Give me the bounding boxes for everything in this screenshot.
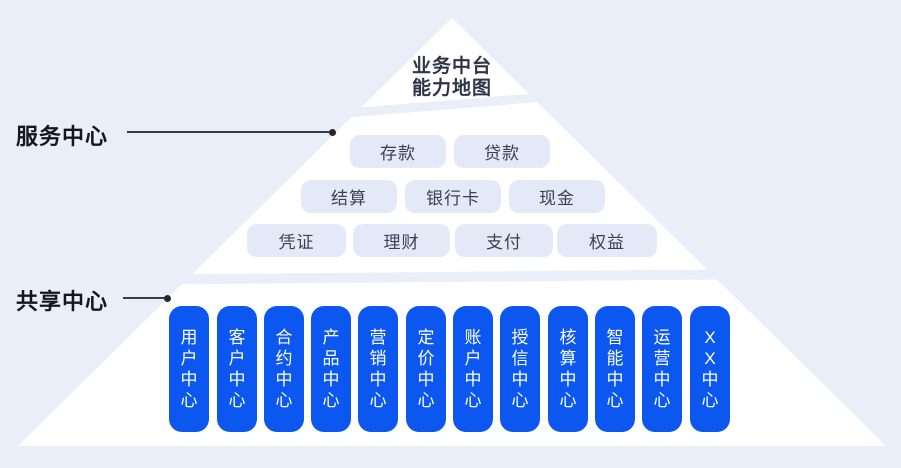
center-pill-label: 合约中心 <box>275 328 293 410</box>
center-pill-customer: 客户中心 <box>217 306 257 432</box>
center-pill-label: 营销中心 <box>369 328 387 410</box>
center-pill-label: 定价中心 <box>417 328 435 410</box>
center-pill-label: 授信中心 <box>511 328 529 410</box>
center-pill-user: 用户中心 <box>169 306 209 432</box>
service-center-connector-dot <box>329 129 336 136</box>
center-pill-label: 账户中心 <box>464 328 482 410</box>
center-pill-accounting: 核算中心 <box>548 306 588 432</box>
center-pill-label: XX中心 <box>701 328 719 410</box>
pyramid-title-line1: 业务中台 <box>411 56 492 77</box>
capability-pill-rights: 权益 <box>557 224 657 257</box>
service-center-label: 服务中心 <box>16 124 109 149</box>
center-pill-operations: 运营中心 <box>642 306 682 432</box>
center-pill-xx: XX中心 <box>690 306 730 432</box>
center-pill-contract: 合约中心 <box>264 306 304 432</box>
center-pill-intelligence: 智能中心 <box>595 306 635 432</box>
capability-pill-settlement: 结算 <box>301 180 397 213</box>
capability-pill-wealth: 理财 <box>353 224 450 257</box>
share-center-connector-line <box>123 297 166 299</box>
capability-pill-loan: 贷款 <box>454 135 550 168</box>
center-pill-pricing: 定价中心 <box>406 306 446 432</box>
center-pill-label: 运营中心 <box>653 328 671 410</box>
pyramid-title: 业务中台 能力地图 <box>352 56 552 99</box>
center-pill-credit: 授信中心 <box>500 306 540 432</box>
capability-pill-cash: 现金 <box>509 180 605 213</box>
share-center-connector-dot <box>164 295 171 302</box>
center-pill-label: 产品中心 <box>322 328 340 410</box>
capability-pill-payment: 支付 <box>455 224 553 257</box>
center-pill-account: 账户中心 <box>453 306 493 432</box>
share-center-label: 共享中心 <box>16 289 109 314</box>
center-pill-label: 核算中心 <box>559 328 577 410</box>
pyramid-title-line2: 能力地图 <box>411 77 492 99</box>
service-center-connector-line <box>127 131 330 133</box>
capability-pill-voucher: 凭证 <box>247 224 346 257</box>
center-pill-label: 智能中心 <box>606 328 624 410</box>
center-pill-label: 客户中心 <box>228 328 246 410</box>
capability-pill-bankcard: 银行卡 <box>405 180 501 213</box>
capability-pill-deposit: 存款 <box>350 135 446 168</box>
center-pill-product: 产品中心 <box>311 306 351 432</box>
center-pill-label: 用户中心 <box>180 328 198 410</box>
center-pill-marketing: 营销中心 <box>358 306 398 432</box>
